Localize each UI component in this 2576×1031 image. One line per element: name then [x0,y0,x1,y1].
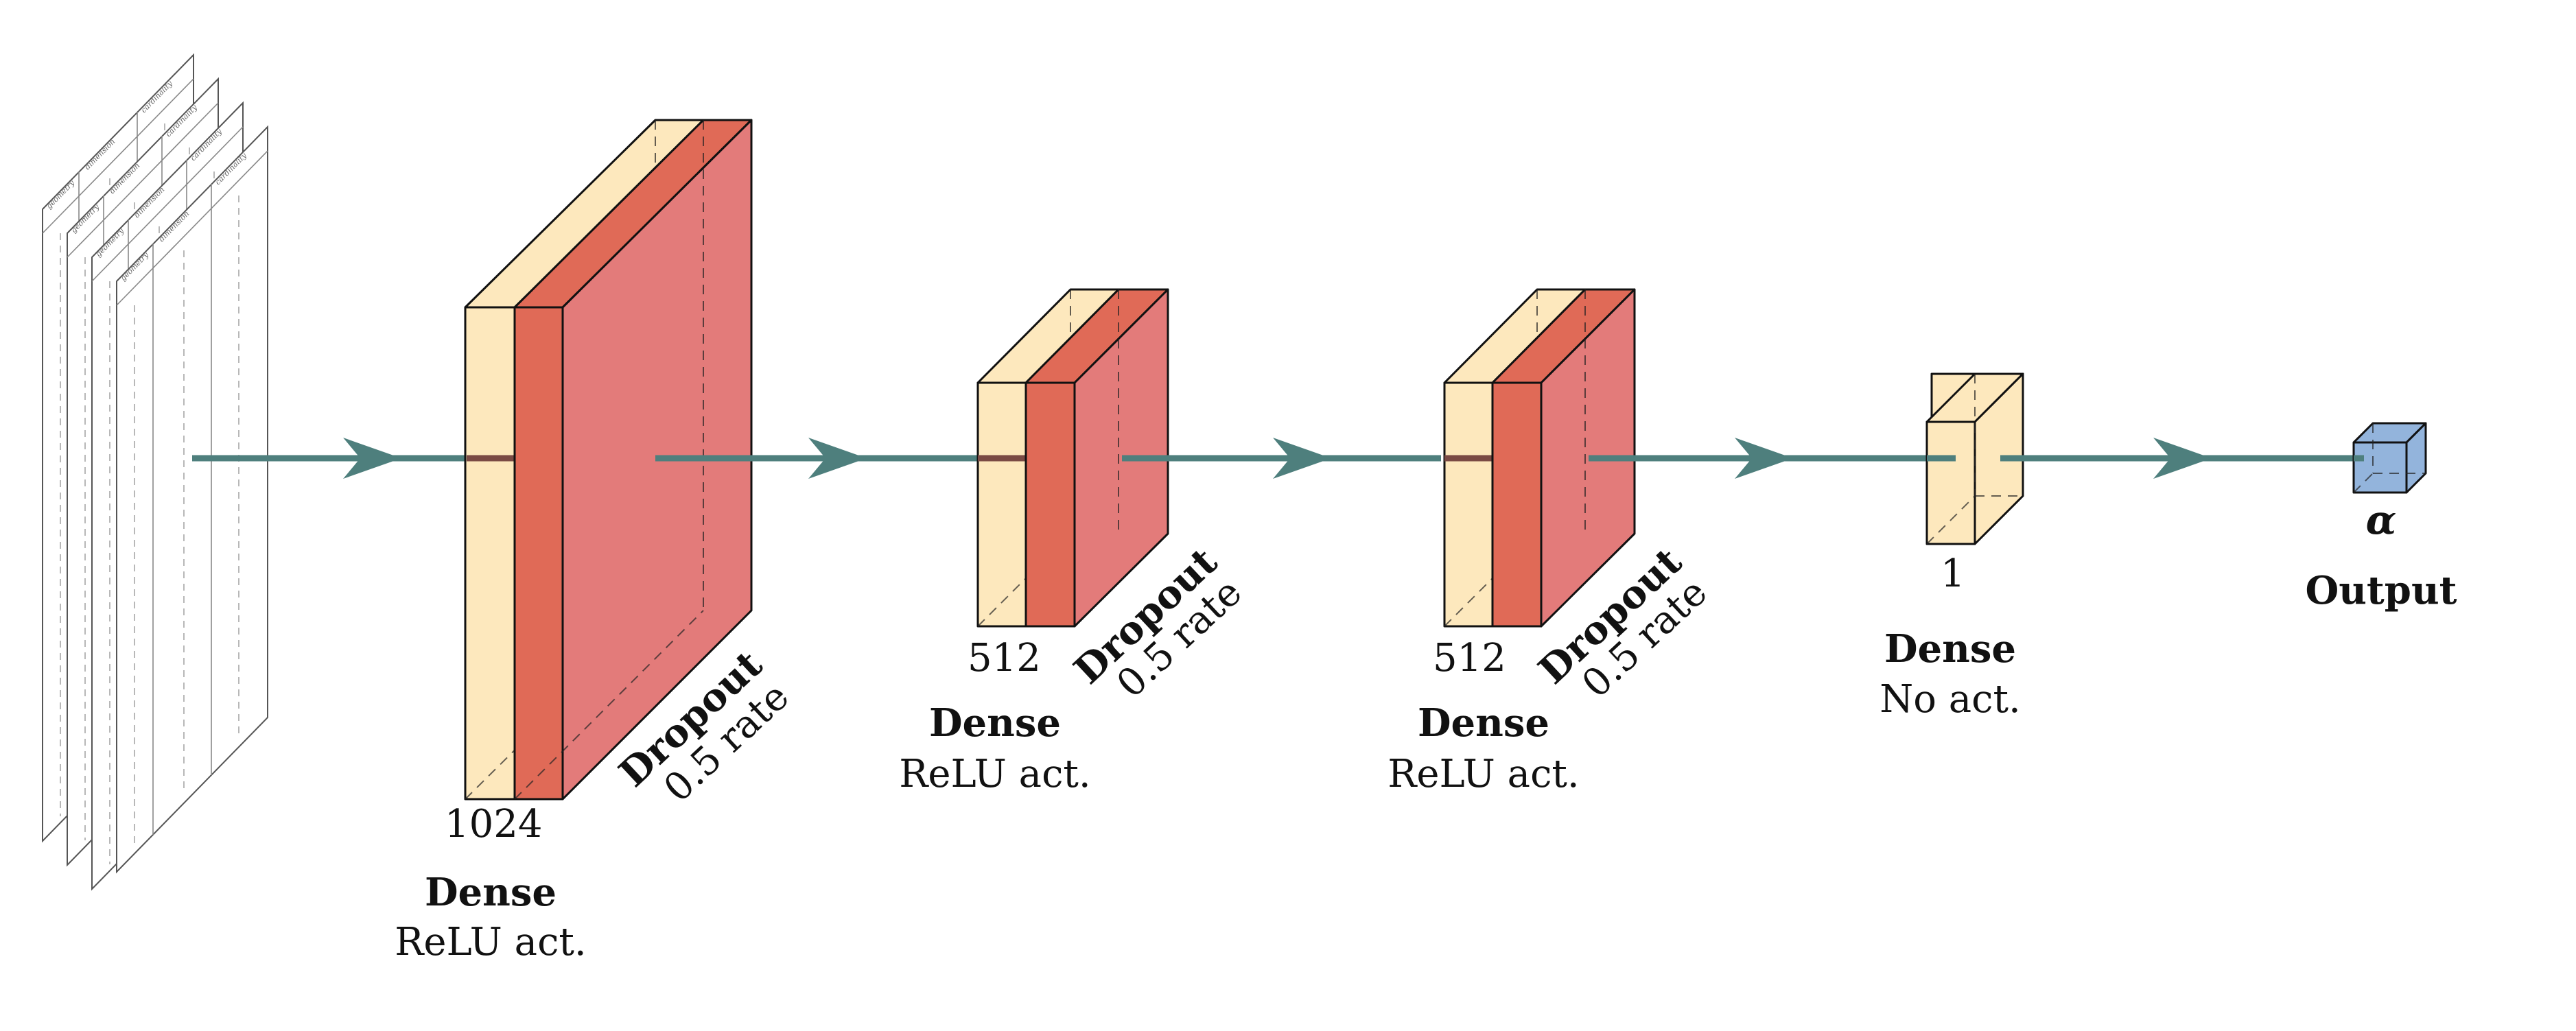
layer2-size-label: 512 [968,636,1041,680]
layer1-size-label: 1024 [445,802,543,846]
layer2-dropout [1024,288,1169,628]
connection-dense3-to-dense4 [1589,438,1956,479]
layer1-dropout [513,119,753,801]
layer3-activation: ReLU act. [1387,752,1579,796]
layer3-size-label: 512 [1433,636,1506,680]
arrowhead [2153,438,2212,479]
arrowhead [808,438,867,479]
dropout-block-front [1024,381,1076,628]
connection-input-to-dense1 [192,438,467,479]
output-cube [2352,422,2427,494]
dropout-block-front [513,306,564,801]
layer4-dense [1925,372,2024,545]
dense-block-face [1443,381,1494,628]
output-symbol: α [2366,497,2397,543]
layer2-dense [976,288,1120,628]
arrowhead [343,438,401,479]
dense-block-face [464,306,516,801]
dropout-block-front [1491,381,1543,628]
connection-dense2-to-dense3 [1122,438,1441,479]
layer4-name: Dense [1884,626,2016,672]
layer3-name: Dense [1418,700,1549,746]
dense-block-face [976,381,1027,628]
dense-block-front [1925,420,1976,545]
input-data-stack: geometry dimension cardinality geometry … [42,53,268,891]
layer3-dropout [1491,288,1636,628]
dropout-block-side [1540,288,1636,628]
output-label: Output [2305,568,2457,613]
layer1-name: Dense [425,870,557,915]
layer1-activation: ReLU act. [395,920,586,964]
arrowhead [1273,438,1331,479]
arrowhead [1735,438,1793,479]
output-cube-front [2352,441,2408,494]
layer2-name: Dense [929,700,1061,746]
connection-dense4-to-output [2000,438,2364,479]
layer4-size-label: 1 [1941,552,1965,596]
connection-dense1-to-dense2 [655,438,978,479]
dropout-block-side [1073,288,1169,628]
layer2-activation: ReLU act. [899,752,1090,796]
layer4-activation: No act. [1880,677,2021,722]
dense-block-side [1974,372,2024,545]
